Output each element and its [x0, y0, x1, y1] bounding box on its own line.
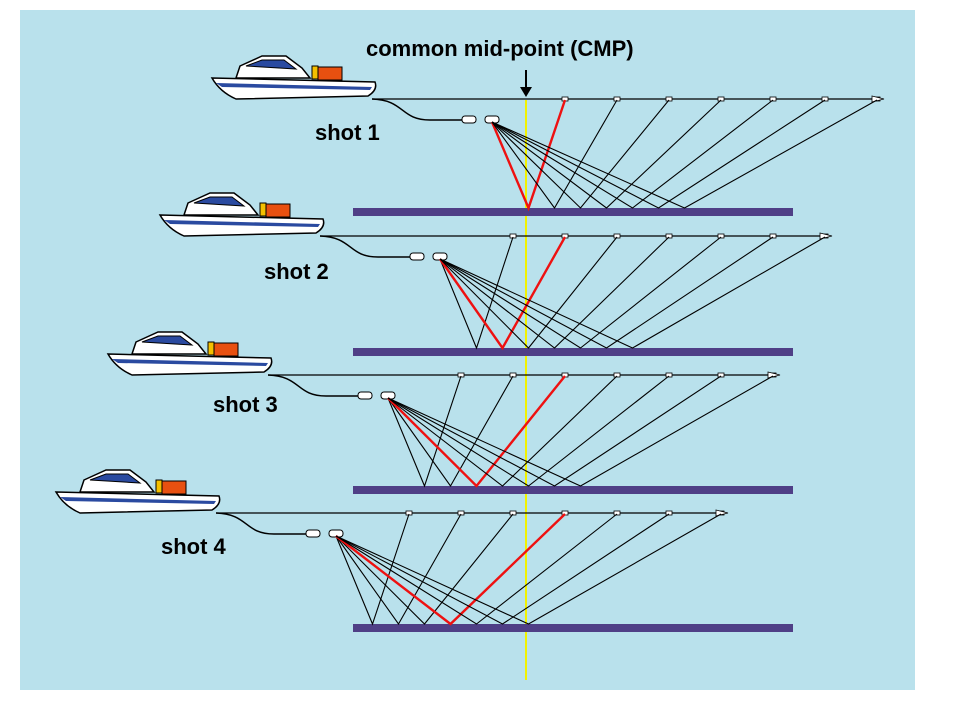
ray-path [387, 375, 514, 488]
receiver [717, 233, 725, 239]
ray-path [491, 99, 878, 209]
boat-icon [210, 55, 377, 100]
shots-layer: shot 1 shot 2 shot 3 shot 4 [54, 55, 885, 632]
ray-path [387, 375, 462, 488]
cargo-box-small [207, 341, 215, 356]
boat-hull [158, 214, 325, 237]
boat-stripe [216, 83, 372, 90]
ray-path [387, 375, 618, 487]
receiver [665, 510, 673, 516]
cargo-box-small [155, 479, 163, 494]
ray-path [491, 99, 774, 209]
ray-path [439, 236, 670, 349]
diagram-title: common mid-point (CMP) [366, 36, 634, 61]
tail-buoy [767, 371, 781, 379]
ray-path [335, 513, 670, 625]
ray-path [335, 513, 722, 625]
cargo-box-small [311, 65, 319, 80]
ray-path-cmp [335, 513, 566, 626]
boat-hull [106, 353, 273, 376]
cargo-box [317, 66, 343, 81]
reflector-layer [353, 348, 793, 356]
boat-window [193, 196, 246, 207]
receiver [769, 233, 777, 239]
reflector-layer [353, 624, 793, 632]
source-float [328, 529, 344, 538]
ray-path [439, 236, 618, 349]
receiver [665, 96, 673, 102]
receiver [613, 372, 621, 378]
ray-path [491, 99, 722, 209]
ray-path [387, 375, 722, 487]
receiver [665, 372, 673, 378]
source-float [380, 391, 396, 400]
receiver [613, 233, 621, 239]
boat-hull [210, 77, 377, 100]
cargo-box [213, 342, 239, 357]
boat-stripe [164, 220, 320, 227]
tow-cable [267, 374, 358, 397]
ray-path [387, 375, 774, 487]
receiver [665, 233, 673, 239]
boat-icon [158, 192, 325, 237]
tow-cable [319, 235, 410, 258]
tail-buoy [819, 232, 833, 240]
ray-path-cmp [439, 236, 567, 351]
cargo-box [161, 480, 187, 495]
source-float [409, 252, 425, 261]
shot-label: shot 2 [264, 259, 329, 284]
boat-stripe [112, 359, 268, 366]
ray-path [335, 513, 462, 626]
source-float [357, 391, 373, 400]
boat-hull [54, 491, 221, 514]
ray-path [439, 236, 826, 349]
receiver [821, 96, 829, 102]
source-float [484, 115, 500, 124]
cmp-arrow-head [520, 87, 532, 97]
shot-panel-3: shot 3 [106, 331, 793, 494]
boat-window [245, 59, 298, 70]
boat-icon [106, 331, 273, 376]
ray-path [335, 513, 514, 625]
boat-window [89, 473, 142, 484]
shot-panel-2: shot 2 [158, 192, 833, 356]
tail-buoy [715, 509, 729, 517]
receiver [509, 510, 517, 516]
ray-path [439, 236, 774, 349]
tow-cable [371, 98, 462, 121]
boat-icon [54, 469, 221, 514]
ray-path [335, 513, 618, 625]
cargo-box-small [259, 202, 267, 217]
cargo-box [265, 203, 291, 218]
shot-label: shot 3 [213, 392, 278, 417]
shot-panel-1: shot 1 [210, 55, 885, 216]
reflector-layer [353, 208, 793, 216]
source-float [432, 252, 448, 261]
source-float [461, 115, 477, 124]
ray-path-cmp [490, 99, 567, 212]
boat-window [141, 335, 194, 346]
ray-path [387, 375, 670, 487]
receiver [613, 510, 621, 516]
reflector-layer [353, 486, 793, 494]
receiver [717, 96, 725, 102]
receiver [717, 372, 725, 378]
ray-path [491, 99, 618, 210]
ray-path [439, 236, 514, 350]
boat-stripe [60, 497, 216, 504]
tow-cable [215, 512, 306, 535]
ray-path [335, 513, 410, 626]
source-float [305, 529, 321, 538]
ray-path [439, 236, 722, 349]
ray-path-cmp [387, 375, 566, 488]
ray-path [491, 99, 670, 209]
ray-path [491, 99, 826, 209]
shot-panel-4: shot 4 [54, 469, 793, 632]
shot-label: shot 1 [315, 120, 380, 145]
receiver [769, 96, 777, 102]
shot-label: shot 4 [161, 534, 227, 559]
